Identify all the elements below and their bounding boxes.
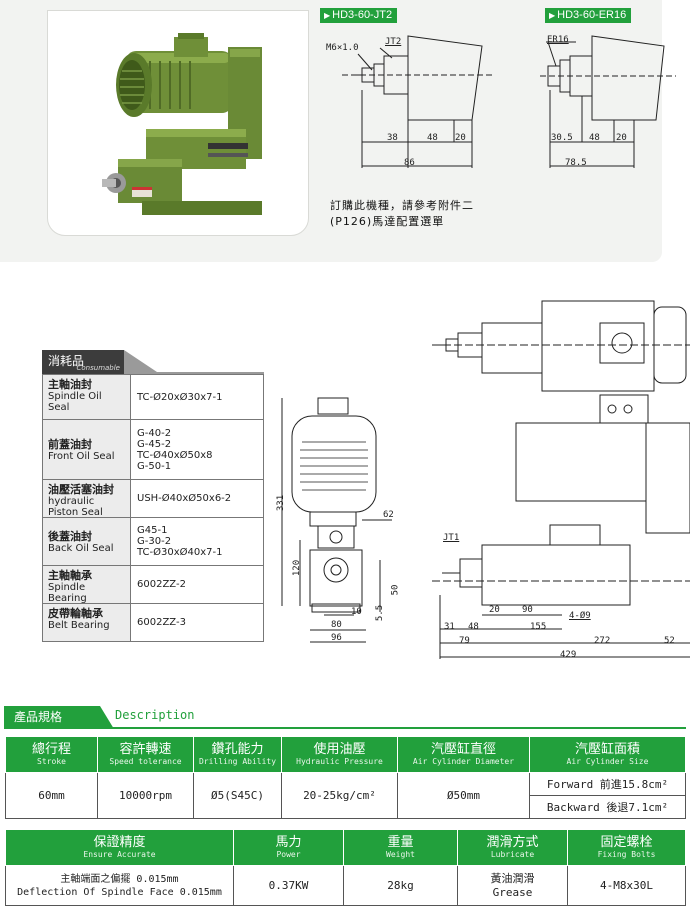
side-dim: 272 [594, 636, 611, 646]
product-panel: ▶HD3-60-JT2 ▶HD3-60-ER16 M6×1.0 JT2 38 4… [0, 0, 676, 262]
side-dim: 155 [530, 622, 547, 632]
jt2-dim: 38 [387, 133, 398, 143]
er16-dim: 78.5 [565, 158, 587, 168]
side-dim: 429 [560, 650, 577, 660]
value-diameter: Ø50mm [397, 772, 530, 819]
er16-label: ER16 [547, 35, 569, 45]
side-dim: 52 [664, 636, 675, 646]
front-dim: 96 [331, 633, 342, 643]
description-title: 產品規格 [4, 706, 100, 729]
side-dim: 48 [468, 622, 479, 632]
consumables-title-tab: 消耗品 Consumable [42, 350, 124, 374]
side-dim: 79 [459, 636, 470, 646]
jt2-label: JT2 [385, 37, 402, 47]
value-backward: Backward 後退7.1cm² [529, 795, 686, 819]
front-dim: 5.5 [375, 604, 386, 622]
front-dim: 80 [331, 620, 342, 630]
description-title-en: Description [115, 708, 195, 722]
value-forward: Forward 前進15.8cm² [529, 772, 686, 796]
er16-dim: 48 [589, 133, 600, 143]
jt2-dim: 48 [427, 133, 438, 143]
er16-dim: 20 [616, 133, 627, 143]
consumables-header: 消耗品 Consumable [42, 350, 264, 374]
front-dim: 120 [292, 559, 303, 577]
play-icon: ▶ [549, 11, 556, 20]
er16-dim: 30.5 [551, 133, 573, 143]
value-accuracy: 主軸端面之偏擺 0.015mm Deflection Of Spindle Fa… [5, 865, 234, 906]
front-dim: 10 [351, 607, 362, 617]
side-jt1-label: JT1 [443, 533, 460, 543]
value-weight: 28kg [343, 865, 458, 906]
value-power: 0.37KW [233, 865, 344, 906]
ordering-note: 訂購此機種，請參考附件二 (P126)馬達配置選單 [330, 199, 474, 228]
front-view-drawing [281, 397, 392, 643]
play-icon: ▶ [324, 11, 331, 20]
product-photo-card [47, 10, 309, 236]
side-dim: 31 [444, 622, 455, 632]
product-photo [102, 33, 262, 215]
value-pressure: 20-25kg/cm² [281, 772, 398, 819]
jt2-spindle-drawing [342, 35, 492, 168]
front-dim: 50 [390, 584, 401, 596]
model-tag-er16: ▶HD3-60-ER16 [545, 8, 632, 23]
jt2-dim: 86 [404, 158, 415, 168]
side-hole-label: 4-Ø9 [569, 611, 591, 621]
value-lubricate: 黃油潤滑 Grease [457, 865, 568, 906]
value-stroke: 60mm [5, 772, 98, 819]
jt2-thread-label: M6×1.0 [326, 43, 359, 53]
jt2-dim: 20 [455, 133, 466, 143]
value-drilling: Ø5(S45C) [193, 772, 282, 819]
front-dim: 62 [383, 510, 394, 520]
model-tag-jt2: ▶HD3-60-JT2 [320, 8, 398, 23]
front-dim: 331 [276, 494, 287, 512]
side-dim: 20 [489, 605, 500, 615]
value-speed: 10000rpm [97, 772, 194, 819]
side-view-drawing [432, 300, 690, 659]
value-fixing-bolts: 4-M8x30L [567, 865, 686, 906]
side-dim: 90 [522, 605, 533, 615]
description-header: 產品規格 Description [0, 706, 690, 729]
er16-spindle-drawing [540, 35, 676, 168]
